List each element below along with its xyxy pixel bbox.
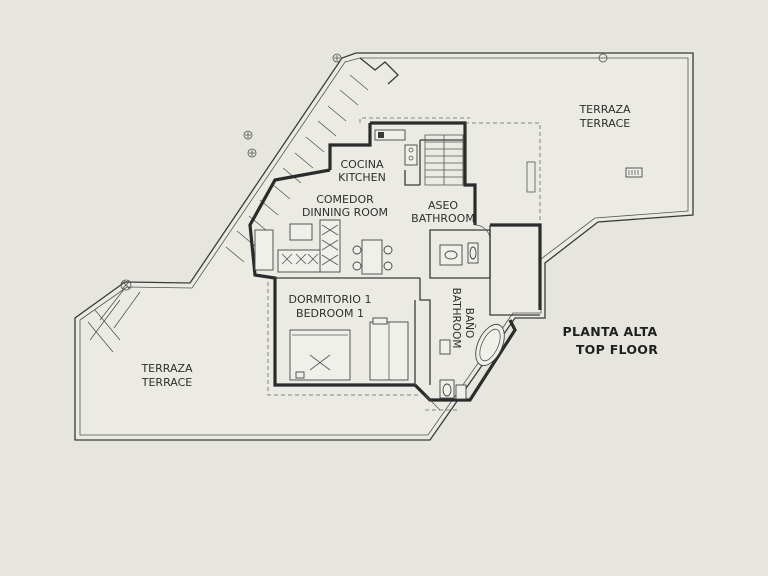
label-kitchen-es: COCINA [340,158,383,171]
label-terrace-bottom-en: TERRACE [141,376,193,389]
room-labels: TERRAZA TERRACE COCINA KITCHEN COMEDOR D… [140,103,631,389]
bathroom-fixtures [424,323,505,411]
label-bathroom-en: BATHROOM [450,288,462,349]
label-bathroom-es: BAÑO [463,308,476,339]
toilet-fixtures [439,224,491,266]
label-dining-en: DINNING ROOM [302,206,388,219]
plan-markers [120,53,643,291]
label-terrace-bottom-es: TERRAZA [140,362,193,375]
house-walls [248,117,542,411]
kitchen-fixtures [374,129,418,166]
dining-fixtures [254,219,393,275]
label-bedroom-en: BEDROOM 1 [296,307,364,320]
label-terrace-top-en: TERRACE [579,117,631,130]
plan-title: PLANTA ALTA TOP FLOOR [563,324,658,357]
terrace-outline [74,52,694,441]
label-bedroom-es: DORMITORIO 1 [289,293,372,306]
bedroom-fixtures [289,317,409,381]
label-dining-es: COMEDOR [316,193,374,206]
label-kitchen-en: KITCHEN [338,171,386,184]
plan-title-es: PLANTA ALTA [563,324,658,339]
plan-title-en: TOP FLOOR [576,342,658,357]
stairs [424,134,464,186]
railing-steps [87,57,399,353]
label-toilet-en: BATHROOM [411,212,475,225]
label-toilet-es: ASEO [428,199,458,212]
interior-walls [275,139,540,385]
label-terrace-top-es: TERRAZA [578,103,631,116]
